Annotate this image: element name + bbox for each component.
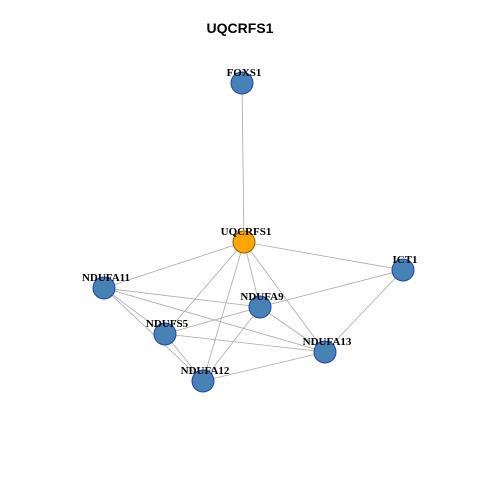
edge-uqcrfs1-ndufa13 (243, 241, 326, 353)
edge-ndufa9-ndufs5 (164, 306, 261, 335)
node-circle (153, 322, 177, 346)
edge-ndufa9-ndufa12 (202, 306, 261, 382)
node-circle (232, 230, 256, 254)
node-circle (313, 340, 337, 364)
node-label: NDUFA9 (240, 291, 284, 303)
edge-ndufa9-ndufa13 (259, 306, 326, 353)
edge-layer (103, 82, 404, 382)
node-label: FOXS1 (227, 67, 262, 79)
edge-uqcrfs1-ndufa11 (103, 241, 245, 289)
node-layer: FOXS1UQCRFS1ICT1NDUFA11NDUFA9NDUFS5NDUFA… (82, 67, 418, 393)
edge-foxs1-uqcrfs1 (241, 82, 245, 243)
node-label: NDUFA12 (181, 365, 230, 377)
node-ndufa13: NDUFA13 (303, 336, 352, 364)
edge-ndufa11-ndufa9 (103, 287, 261, 308)
node-ndufa12: NDUFA12 (181, 365, 230, 393)
edge-ndufs5-ndufa13 (164, 333, 326, 353)
node-circle (92, 276, 116, 300)
node-ict1: ICT1 (391, 254, 418, 282)
graph-title: UQCRFS1 (206, 20, 274, 36)
edge-ict1-ndufa9 (259, 269, 404, 308)
node-foxs1: FOXS1 (227, 67, 262, 95)
node-label: ICT1 (392, 254, 417, 266)
edge-ndufa11-ndufs5 (103, 287, 166, 335)
edge-ndufa13-ndufa12 (202, 351, 326, 382)
edge-uqcrfs1-ict1 (243, 241, 404, 271)
node-label: UQCRFS1 (221, 226, 272, 238)
node-label: NDUFA11 (82, 272, 130, 284)
node-circle (248, 295, 272, 319)
edge-uqcrfs1-ndufa12 (202, 241, 245, 382)
node-label: NDUFA13 (303, 336, 352, 348)
node-circle (230, 71, 254, 95)
node-label: NDUFS5 (146, 318, 189, 330)
node-circle (391, 258, 415, 282)
edge-ict1-ndufa13 (324, 269, 404, 353)
node-uqcrfs1: UQCRFS1 (221, 226, 272, 254)
node-ndufa11: NDUFA11 (82, 272, 130, 300)
edge-uqcrfs1-ndufs5 (164, 241, 245, 335)
node-ndufa9: NDUFA9 (240, 291, 284, 319)
edge-ndufa11-ndufa12 (103, 287, 204, 382)
node-circle (191, 369, 215, 393)
node-ndufs5: NDUFS5 (146, 318, 189, 346)
